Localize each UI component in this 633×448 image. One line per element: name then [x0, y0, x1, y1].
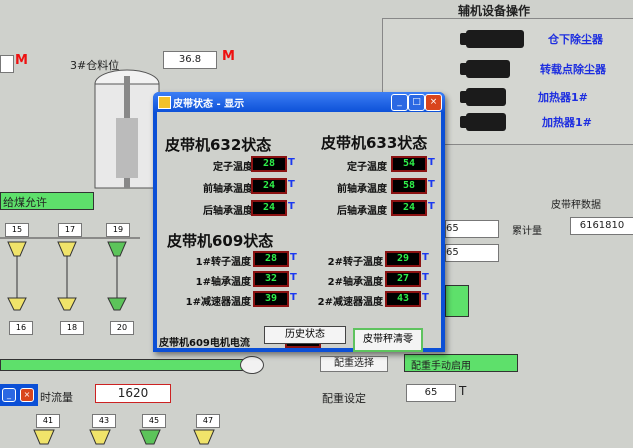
node-box: 47	[196, 414, 220, 428]
device-dust-collector-1[interactable]: 仓下除尘器	[460, 30, 603, 48]
node-box: 43	[92, 414, 116, 428]
b632-row-value: 24	[251, 178, 287, 194]
window-titlebar[interactable]: 皮带状态 - 显示 _ □ ×	[153, 92, 445, 112]
belt-633-title: 皮带机633状态	[321, 134, 428, 152]
belt-632-title: 皮带机632状态	[165, 136, 272, 154]
b632-row-unit: T	[288, 157, 295, 168]
feed-allow-indicator: 给煤允许	[0, 192, 94, 210]
b633-row-unit: T	[428, 179, 435, 190]
minimize-button[interactable]: _	[391, 94, 408, 111]
b609-left-value: 28	[253, 251, 289, 267]
node-box: 45	[142, 414, 166, 428]
b632-row-value: 28	[251, 156, 287, 172]
total-value: 6161810	[570, 217, 633, 235]
node-box: 16	[9, 321, 33, 335]
b609-right-value: 43	[385, 291, 421, 307]
b609-left-value: 39	[253, 291, 289, 307]
window-body: 皮带机632状态 定子温度 28 T 前轴承温度 24 T 后轴承温度 24 T…	[157, 112, 441, 352]
config-set-unit: T	[459, 384, 467, 398]
b633-row-unit: T	[428, 201, 435, 212]
device-heater-2[interactable]: 加热器1#	[460, 113, 592, 131]
motor-icon	[460, 30, 524, 48]
left-m-marker: M	[15, 53, 28, 68]
b609-left-label: 1#轴承温度	[195, 277, 251, 288]
value-box: 65	[445, 244, 499, 262]
manual-enabled-status: 配重手动启用	[404, 354, 518, 372]
b609-right-unit: T	[422, 292, 429, 303]
window-title: 皮带状态 - 显示	[173, 99, 245, 110]
node-box: 19	[106, 223, 130, 237]
b609-right-label: 2#轴承温度	[327, 277, 383, 288]
b633-row-label: 前轴承温度	[337, 184, 387, 195]
b609-left-label: 1#转子温度	[195, 257, 251, 268]
b632-row-label: 定子温度	[213, 162, 253, 173]
conveyor-diagram	[0, 237, 140, 311]
b609-left-unit: T	[290, 272, 297, 283]
maximize-button[interactable]: □	[408, 94, 425, 111]
b609-right-value: 27	[385, 271, 421, 287]
b633-row-unit: T	[428, 157, 435, 168]
status-indicator	[445, 285, 469, 317]
b609-left-unit: T	[290, 292, 297, 303]
motor-icon	[460, 88, 506, 106]
minimized-window[interactable]: _ ×	[0, 384, 38, 406]
config-set-input[interactable]: 65	[406, 384, 456, 402]
node-box: 41	[36, 414, 60, 428]
device-heater-1[interactable]: 加热器1#	[460, 88, 588, 106]
b609-left-label: 1#减速器温度	[185, 297, 251, 308]
flow-value: 1620	[95, 384, 171, 403]
aux-panel-title: 辅机设备操作	[458, 4, 531, 18]
b609-right-label: 2#转子温度	[327, 257, 383, 268]
flow-label: 时流量	[40, 391, 73, 404]
node-box: 17	[58, 223, 82, 237]
b633-row-value: 58	[391, 178, 427, 194]
b609-right-unit: T	[422, 252, 429, 263]
b633-row-label: 后轴承温度	[337, 206, 387, 217]
minimize-icon[interactable]: _	[2, 388, 16, 402]
belt-609-title: 皮带机609状态	[167, 232, 274, 250]
value-box: 65	[445, 220, 499, 238]
b632-row-unit: T	[288, 179, 295, 190]
b632-row-value: 24	[251, 200, 287, 216]
b633-row-label: 定子温度	[347, 162, 387, 173]
conveyor-belt-bar	[0, 359, 252, 371]
node-box: 18	[60, 321, 84, 335]
belt-scale-zero-button[interactable]: 皮带秤清零	[353, 328, 423, 352]
motor-icon	[460, 60, 510, 78]
config-select-button[interactable]: 配重选择	[320, 356, 388, 372]
close-icon[interactable]: ×	[20, 388, 34, 402]
app-icon	[158, 96, 171, 109]
b609-right-unit: T	[422, 272, 429, 283]
b609-left-unit: T	[290, 252, 297, 263]
b609-right-label: 2#减速器温度	[317, 297, 383, 308]
belt-roller-icon	[240, 356, 264, 374]
silo-m-marker: M	[222, 49, 235, 64]
b632-row-label: 前轴承温度	[203, 184, 253, 195]
left-value-box	[0, 55, 14, 73]
belt-scale-title: 皮带秤数据	[551, 200, 601, 211]
b632-row-label: 后轴承温度	[203, 206, 253, 217]
history-status-button[interactable]: 历史状态	[264, 326, 346, 344]
b609-left-value: 32	[253, 271, 289, 287]
close-button[interactable]: ×	[425, 94, 442, 111]
silo-level-value: 36.8	[163, 51, 217, 69]
b633-row-value: 54	[391, 156, 427, 172]
b632-row-unit: T	[288, 201, 295, 212]
device-dust-collector-2[interactable]: 转载点除尘器	[460, 60, 606, 78]
b633-row-value: 24	[391, 200, 427, 216]
motor-current-label: 皮带机609电机电流	[159, 338, 250, 349]
total-label: 累计量	[512, 226, 542, 237]
silo-icon	[94, 69, 160, 189]
node-box: 20	[110, 321, 134, 335]
config-set-label: 配重设定	[322, 392, 366, 405]
node-box: 15	[5, 223, 29, 237]
b609-right-value: 29	[385, 251, 421, 267]
lower-funnels	[33, 429, 215, 445]
silo-label: 3#仓料位	[70, 59, 120, 72]
belt-status-window: 皮带状态 - 显示 _ □ × 皮带机632状态 定子温度 28 T 前轴承温度…	[153, 92, 445, 352]
motor-icon	[460, 113, 506, 131]
